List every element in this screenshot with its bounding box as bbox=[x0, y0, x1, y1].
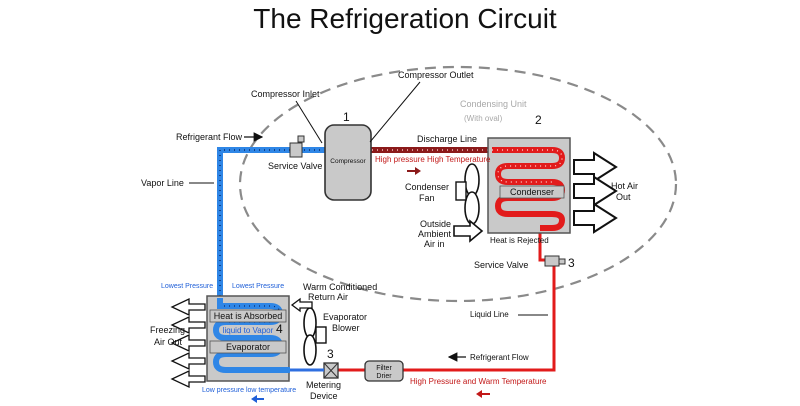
compressor-inlet-pointer bbox=[295, 100, 323, 144]
filter-drier-label-2: Drier bbox=[376, 373, 392, 380]
condenser-fan-label-1: Condenser bbox=[405, 182, 449, 192]
evaporator-blower-blade-bottom bbox=[303, 334, 317, 366]
evaporator-label-box bbox=[209, 340, 287, 354]
refrigerant-flow-bottom-label: Refrigerant Flow bbox=[470, 353, 529, 362]
evaporator-blower-blade-top bbox=[303, 307, 317, 339]
evaporator-label: Evaporator bbox=[226, 342, 270, 352]
freezing-air-arrow-4 bbox=[170, 351, 206, 371]
liquid-line-pipe bbox=[338, 228, 556, 372]
condensing-unit-label: Condensing Unit bbox=[460, 99, 527, 109]
condenser-label-box bbox=[499, 185, 565, 199]
lowest-pressure-label-2: Lowest Pressure bbox=[232, 283, 284, 290]
compressor-outlet-pointer bbox=[369, 81, 421, 143]
outside-air-in-arrow bbox=[453, 219, 484, 243]
compressor-body bbox=[324, 124, 372, 201]
evaporator-blower-motor bbox=[315, 326, 327, 344]
high-pressure-warm-temp-label: High Pressure and Warm Temperature bbox=[410, 377, 547, 386]
service-valve-right bbox=[544, 255, 560, 267]
freezing-air-arrow-5 bbox=[170, 369, 206, 389]
liquid-to-vapor-label: liquid to Vapor bbox=[223, 326, 274, 335]
discharge-flow-arrow bbox=[407, 167, 421, 175]
hot-air-out-arrow-1 bbox=[573, 151, 618, 183]
vapor-line-pipe bbox=[217, 147, 325, 298]
service-valve-top bbox=[289, 142, 303, 158]
number-3-right: 3 bbox=[568, 256, 575, 270]
service-valve-top-label: Service Valve bbox=[268, 161, 322, 171]
warm-return-label-2: Return Air bbox=[308, 292, 348, 302]
compressor-label: Compressor bbox=[330, 158, 366, 165]
hot-air-out-arrow-2 bbox=[573, 175, 618, 207]
evap-blower-label-2: Blower bbox=[332, 323, 360, 333]
low-pressure-low-temp-label: Low pressure low temperature bbox=[202, 387, 296, 394]
hot-air-out-arrow-3 bbox=[573, 202, 618, 234]
compressor-outlet-label: Compressor Outlet bbox=[398, 70, 474, 80]
freezing-air-arrow-2 bbox=[170, 315, 206, 335]
outside-air-label-2: Ambient bbox=[418, 229, 452, 239]
filter-drier bbox=[364, 360, 404, 382]
liquid-flow-arrow bbox=[476, 390, 490, 398]
freezing-label-1: Freezing bbox=[150, 325, 185, 335]
metering-device-cross-2 bbox=[323, 362, 339, 379]
condenser-fan-label-2: Fan bbox=[419, 193, 435, 203]
number-2: 2 bbox=[535, 113, 542, 127]
heat-absorbed-box bbox=[209, 309, 287, 323]
high-pressure-high-temp-label: High pressure High Temperature bbox=[375, 155, 491, 164]
condenser-label: Condenser bbox=[510, 187, 554, 197]
metering-label-2: Device bbox=[310, 391, 338, 401]
hot-air-label-1: Hot Air bbox=[611, 181, 638, 191]
condensing-unit-oval bbox=[238, 65, 678, 303]
number-4: 4 bbox=[276, 322, 283, 336]
condenser-fan-motor bbox=[455, 181, 467, 201]
condenser-fan-blade-bottom bbox=[464, 191, 480, 225]
warm-return-arrow bbox=[290, 297, 313, 313]
with-oval-label: (With oval) bbox=[464, 114, 503, 123]
freezing-air-arrow-1 bbox=[170, 297, 206, 317]
number-3-bottom: 3 bbox=[327, 347, 334, 361]
vapor-line-dots bbox=[219, 149, 322, 296]
lowest-pressure-label-1: Lowest Pressure bbox=[161, 283, 213, 290]
refrigerant-flow-top-label: Refrigerant Flow bbox=[176, 132, 243, 142]
liquid-line-label: Liquid Line bbox=[470, 310, 509, 319]
evap-blower-label-1: Evaporator bbox=[323, 312, 367, 322]
service-valve-right-label: Service Valve bbox=[474, 260, 528, 270]
low-pressure-flow-arrow bbox=[251, 395, 264, 403]
heat-rejected-label: Heat is Rejected bbox=[490, 236, 549, 245]
warm-return-label-1: Warm Conditioned bbox=[303, 282, 377, 292]
filter-drier-label-1: Filter bbox=[376, 365, 392, 372]
vapor-line-label: Vapor Line bbox=[141, 178, 184, 188]
hot-air-label-2: Out bbox=[616, 192, 631, 202]
outside-air-label-3: Air in bbox=[424, 239, 445, 249]
diagram-title: The Refrigeration Circuit bbox=[253, 3, 557, 34]
freezing-label-2: Air Out bbox=[154, 337, 183, 347]
service-valve-top-stem bbox=[297, 135, 305, 143]
outside-air-label-1: Outside bbox=[420, 219, 451, 229]
discharge-line-label: Discharge Line bbox=[417, 134, 477, 144]
compressor-inlet-label: Compressor Inlet bbox=[251, 89, 320, 99]
freezing-air-arrow-3 bbox=[170, 333, 206, 353]
service-valve-right-stem bbox=[558, 258, 566, 265]
metering-label-1: Metering bbox=[306, 380, 341, 390]
number-1: 1 bbox=[343, 110, 350, 124]
heat-absorbed-label: Heat is Absorbed bbox=[214, 311, 283, 321]
